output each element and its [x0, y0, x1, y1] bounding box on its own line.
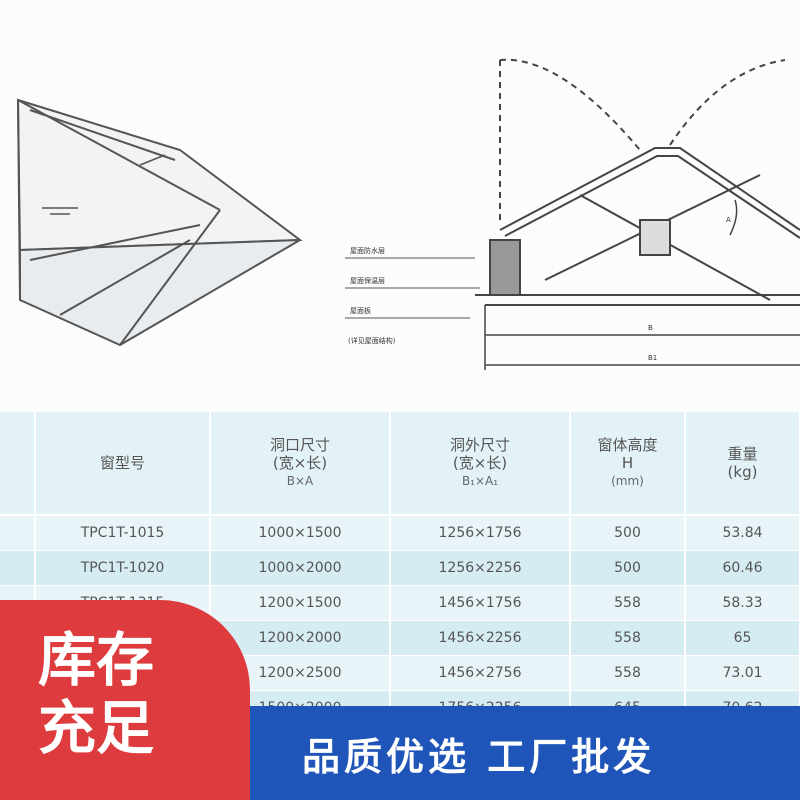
technical-drawing: 屋面防水层 屋面保温层 屋面板 (详见屋面结构) B B1 A — [16, 58, 800, 370]
header-opening-size: 洞口尺寸 (宽×长) B×A — [210, 412, 391, 516]
header-outer-size: 洞外尺寸 (宽×长) B₁×A₁ — [390, 412, 571, 516]
header-cell — [0, 412, 36, 516]
angle-label: A — [726, 216, 731, 224]
header-model: 窗型号 — [35, 412, 211, 516]
banner-slogan: 品质优选 工厂批发 — [302, 735, 656, 779]
label-waterproof: 屋面防水层 — [350, 246, 385, 255]
stock-badge — [0, 600, 250, 800]
dim-b1: B1 — [648, 354, 657, 362]
header-weight: 重量 (kg) — [685, 412, 800, 516]
dim-b: B — [648, 324, 653, 332]
section-view — [475, 58, 800, 370]
header-height: 窗体高度 H (mm) — [570, 412, 686, 516]
label-roof-structure: (详见屋面结构) — [348, 336, 396, 345]
badge-line-1: 库存 — [38, 626, 155, 694]
stock-badge-text: 库存 充足 — [38, 626, 188, 762]
table-header-row: 窗型号 洞口尺寸 (宽×长) B×A 洞外尺寸 (宽×长) B₁×A₁ 窗体高度… — [0, 412, 800, 516]
badge-line-2: 充足 — [38, 694, 155, 762]
isometric-view — [16, 98, 303, 347]
label-insulation: 屋面保温层 — [350, 276, 385, 285]
skylight-diagram: 屋面防水层 屋面保温层 屋面板 (详见屋面结构) B B1 A — [16, 58, 800, 370]
label-roof-board: 屋面板 — [350, 306, 371, 315]
